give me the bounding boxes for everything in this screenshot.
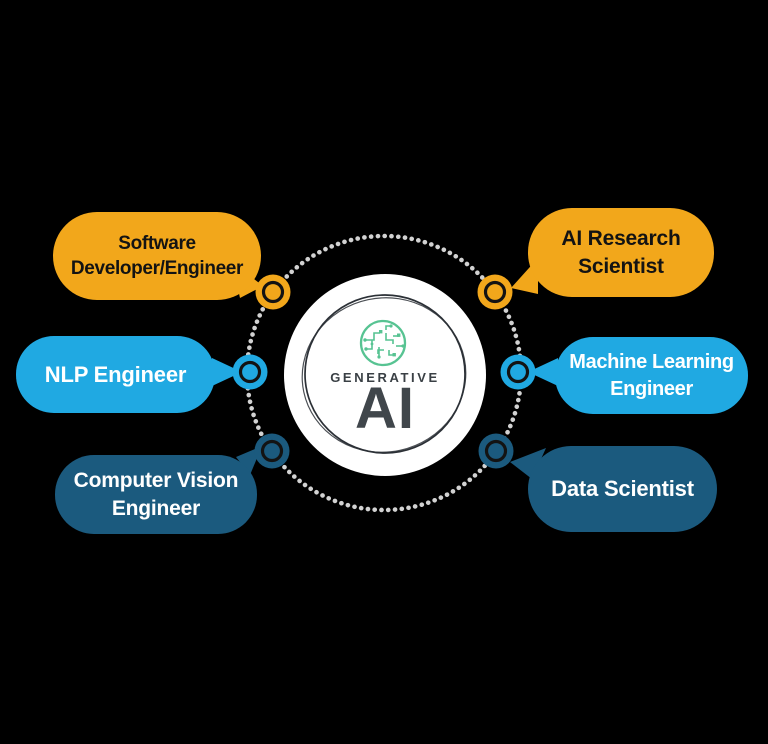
role-bubble-computer-vision-engineer: Computer Vision Engineer — [55, 455, 257, 534]
role-bubble-machine-learning-engineer: Machine Learning Engineer — [555, 337, 748, 414]
role-bubble-software-developer: Software Developer/Engineer — [53, 212, 261, 300]
role-label: Software Developer/Engineer — [70, 232, 244, 279]
role-label: Data Scientist — [551, 476, 694, 502]
connector-node-mid-right — [500, 354, 536, 390]
connector-node-mid-left — [232, 354, 268, 390]
sketch-ring-2 — [301, 297, 467, 453]
connector-node-bottom-right — [478, 433, 514, 469]
ai-label: AI — [355, 376, 415, 441]
role-label: NLP Engineer — [44, 361, 187, 387]
bubble-tail-ml — [528, 358, 558, 386]
role-label: AI Research Scientist — [561, 226, 681, 278]
center-disc — [284, 274, 486, 476]
connector-node-top-left — [255, 274, 291, 310]
role-label: Machine Learning Engineer — [569, 351, 734, 400]
bubble-tail-nlp — [212, 358, 242, 386]
role-bubble-nlp-engineer: NLP Engineer — [16, 336, 215, 413]
connector-node-top-right — [477, 274, 513, 310]
role-bubble-data-scientist: Data Scientist — [528, 446, 717, 532]
generative-label: GENERATIVE — [330, 370, 440, 385]
bubble-tail-ds — [510, 448, 546, 479]
connector-node-bottom-left — [254, 433, 290, 469]
role-label: Computer Vision Engineer — [73, 468, 239, 520]
sketch-ring — [304, 294, 466, 454]
role-bubble-ai-research-scientist: AI Research Scientist — [528, 208, 714, 297]
circuit-brain-icon — [359, 319, 407, 367]
